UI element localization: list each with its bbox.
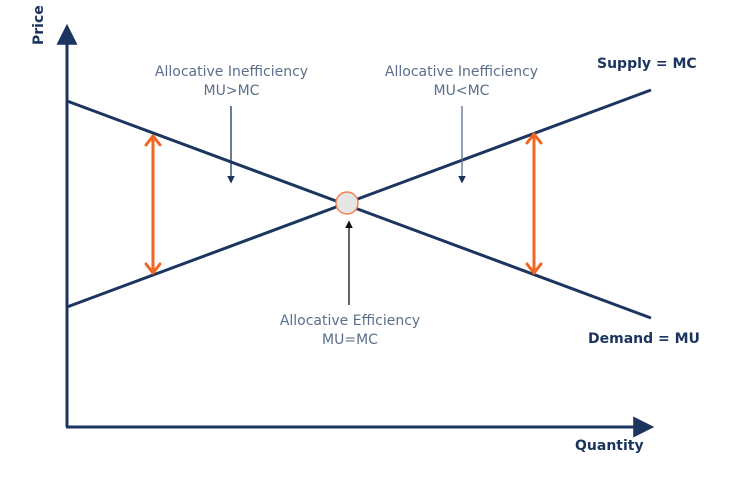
demand-curve-label: Demand = MU (588, 331, 700, 347)
right-annotation-condition: MU<MC (433, 83, 490, 99)
right-annotation-title: Allocative Inefficiency (384, 64, 539, 80)
left-annotation: Allocative Inefficiency MU>MC (140, 63, 323, 101)
center-annotation: Allocative Efficiency MU=MC (260, 312, 440, 350)
left-gap-arrow (144, 134, 162, 275)
left-annotation-condition: MU>MC (203, 83, 260, 99)
right-annotation: Allocative Inefficiency MU<MC (370, 63, 553, 101)
equilibrium-point (335, 191, 359, 215)
center-annotation-condition: MU=MC (322, 332, 378, 348)
center-annotation-title: Allocative Efficiency (279, 313, 421, 329)
supply-curve-label: Supply = MC (597, 56, 697, 72)
y-axis-label: Price (31, 5, 47, 45)
right-gap-arrow (525, 132, 543, 275)
x-axis-label: Quantity (575, 438, 644, 454)
supply-curve (66, 88, 652, 309)
demand-curve (66, 99, 652, 320)
left-annotation-title: Allocative Inefficiency (154, 64, 309, 80)
